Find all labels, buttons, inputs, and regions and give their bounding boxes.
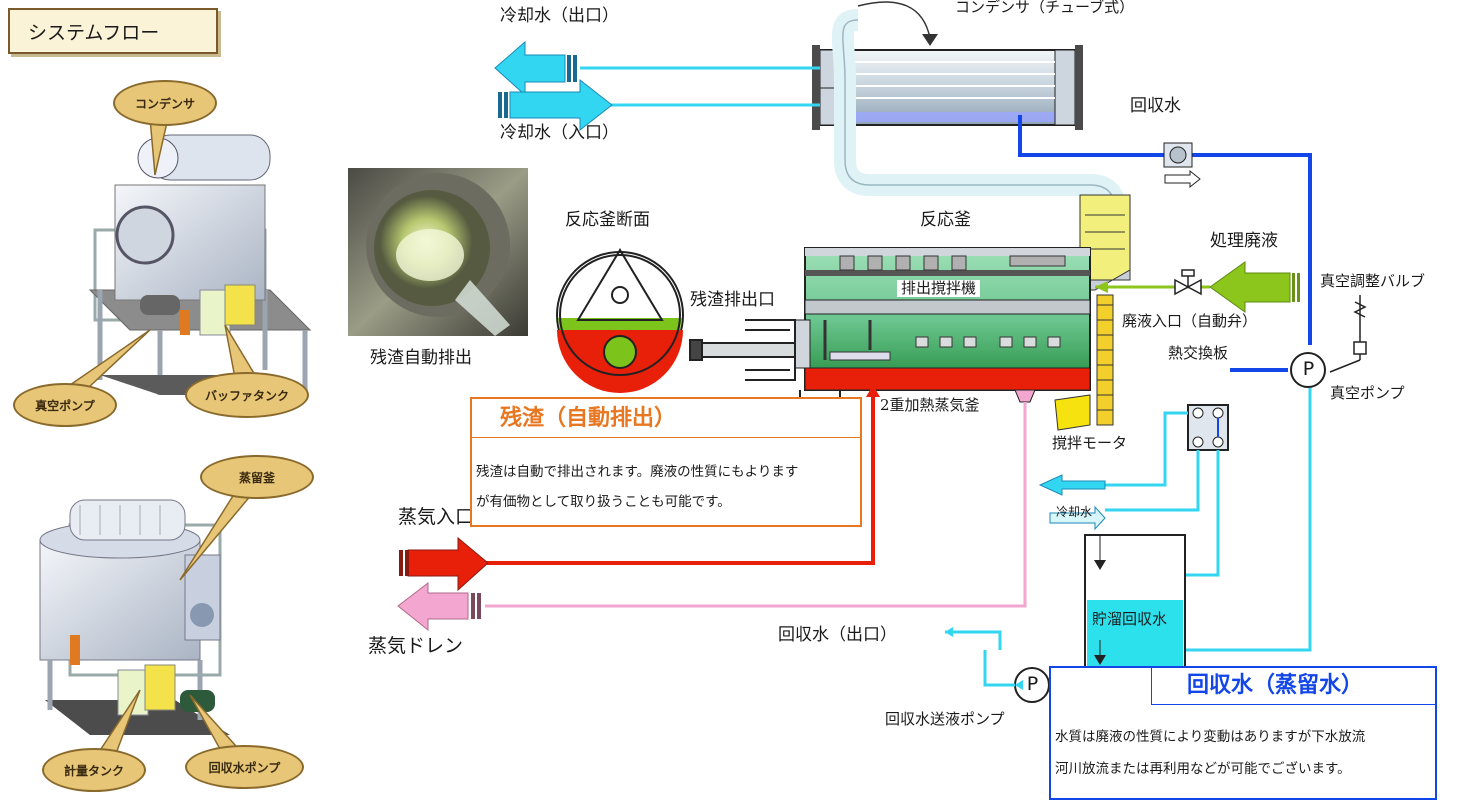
callout-condenser: コンデンサ (113, 80, 217, 126)
label-cooling-water-in: 冷却水（入口） (500, 123, 619, 143)
residue-discharge (689, 319, 841, 405)
label-waste-inlet: 廃液入口（自動弁） (1122, 312, 1258, 330)
label-double-heating: 2重加熱蒸気釜 (880, 396, 980, 414)
agitator-column (1054, 294, 1114, 431)
label-heat-exchanger: 熱交換板 (1168, 344, 1229, 362)
label-reactor-section: 反応釜断面 (565, 210, 650, 230)
cooling-water-in-arrow (498, 78, 820, 132)
sight-glass (1163, 142, 1201, 189)
callout-still: 蒸留釜 (200, 455, 314, 499)
label-recovered-water-out: 回収水（出口） (778, 625, 897, 645)
label-cooling-water: 冷却水 (1056, 505, 1093, 519)
transfer-pump-p-label: P (1026, 673, 1039, 695)
machine-illustration-top (88, 134, 312, 395)
residue-box-heading: 残渣（自動排出） (500, 405, 677, 431)
residue-info-box: 残渣（自動排出） 残渣は自動で排出されます。廃液の性質にもよります が有価物とし… (470, 397, 862, 527)
label-treated-waste: 処理廃液 (1210, 231, 1278, 251)
residue-photo (348, 168, 528, 336)
label-agitator: 排出撹拌機 (897, 280, 981, 297)
heat-exchanger (1187, 404, 1229, 451)
callout-recovered-water-pump: 回収水ポンプ (185, 745, 304, 789)
callout-vacuum-pump: 真空ポンプ (13, 383, 117, 427)
water-box-heading: 回収水（蒸留水） (1187, 672, 1364, 698)
label-agitator-motor: 撹拌モータ (1052, 434, 1128, 452)
label-reactor: 反応釜 (920, 210, 971, 230)
water-box-line1: 水質は廃液の性質により変動はありますが下水放流 (1055, 729, 1366, 745)
reactor (789, 247, 1091, 391)
page-title: システムフロー (8, 8, 218, 54)
vacuum-pump-symbol (1290, 352, 1326, 388)
label-residue-auto: 残渣自動排出 (370, 348, 472, 368)
label-storage-water: 貯溜回収水 (1092, 610, 1168, 628)
vacuum-pump-p-label: P (1302, 358, 1315, 380)
label-condenser-tube: コンデンサ（チューブ式） (955, 0, 1135, 16)
label-recovered-water: 回収水 (1130, 96, 1181, 116)
callout-metering-tank: 計量タンク (42, 748, 146, 792)
machine-illustration-bottom (39, 499, 230, 735)
callout-tails (68, 117, 264, 759)
label-vacuum-pump: 真空ポンプ (1330, 384, 1405, 402)
auto-valve-icon (1174, 269, 1202, 296)
label-transfer-pump: 回収水送液ポンプ (885, 710, 1005, 728)
cooling-water-out-arrow (494, 40, 820, 97)
residue-box-line1: 残渣は自動で排出されます。廃液の性質にもよります (476, 464, 799, 480)
recovered-water-info-box: 回収水（蒸留水） 水質は廃液の性質により変動はありますが下水放流 河川放流または… (1049, 666, 1437, 800)
label-steam-in: 蒸気入口 (398, 506, 475, 528)
callout-buffer-tank: バッファタンク (185, 372, 309, 418)
label-vacuum-valve: 真空調整バルブ (1320, 272, 1426, 290)
steam-drain-line (397, 402, 1027, 632)
label-cooling-water-out: 冷却水（出口） (500, 6, 619, 26)
reactor-cross-section (556, 248, 684, 393)
residue-box-line2: が有価物として取り扱うことも可能です。 (476, 494, 731, 510)
condenser-tube (812, 45, 1083, 130)
water-box-line2: 河川放流または再利用などが可能でございます。 (1055, 761, 1351, 777)
label-steam-drain: 蒸気ドレン (368, 635, 464, 657)
steam-inlet-line (399, 385, 880, 592)
label-residue-outlet: 残渣排出口 (690, 290, 775, 310)
vacuum-valve-icon (1329, 295, 1367, 373)
